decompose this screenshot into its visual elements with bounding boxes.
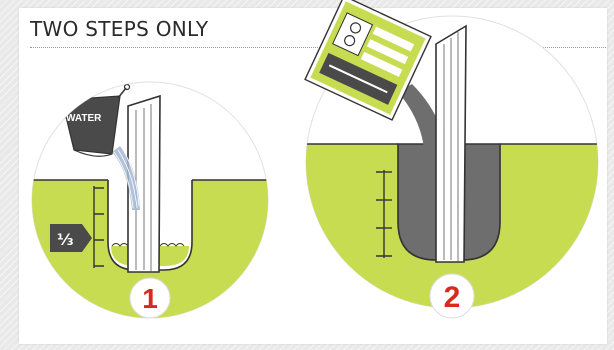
fill-marker-label: ⅓ <box>57 230 74 249</box>
step-1-number: 1 <box>142 283 158 314</box>
bucket-label: WATER <box>66 113 102 124</box>
step-1-group: WATER ⅓ 1 <box>20 82 290 330</box>
step-2-number: 2 <box>444 281 461 314</box>
step-2-group: 2 <box>300 0 610 320</box>
